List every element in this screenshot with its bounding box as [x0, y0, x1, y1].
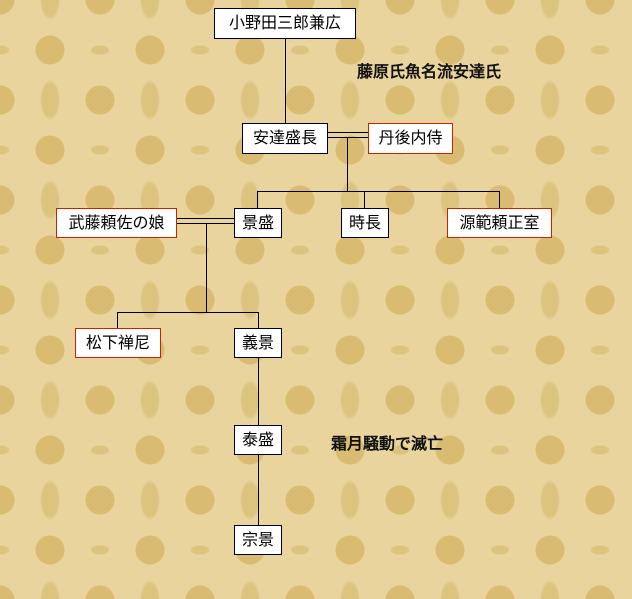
person-yoshikage: 義景	[234, 328, 282, 358]
line-to-yoshikage	[258, 312, 259, 328]
marriage-line2-top	[177, 218, 234, 219]
line-children2-drop	[206, 223, 207, 313]
line-yoshikage-yasumori	[258, 358, 259, 425]
person-matsushita-zenni: 松下禅尼	[75, 328, 161, 358]
person-tango-no-naishi: 丹後内侍	[368, 123, 453, 154]
person-muto-daughter: 武藤頼佐の娘	[56, 208, 177, 238]
person-noriyori-wife: 源範頼正室	[447, 208, 552, 238]
line-children-horizontal	[257, 191, 500, 192]
line-to-kagemori	[257, 191, 258, 208]
person-munekage: 宗景	[234, 525, 282, 555]
person-morinaga: 安達盛長	[242, 123, 328, 154]
line-children2-horizontal	[117, 312, 259, 313]
marriage-line2-bottom	[177, 223, 234, 224]
person-yasumori: 泰盛	[234, 425, 282, 455]
annotation-shimotsuki: 霜月騒動で滅亡	[331, 434, 444, 453]
person-kanehiro: 小野田三郎兼広	[214, 8, 356, 39]
line-children-drop	[347, 137, 348, 192]
line-to-matsushita	[117, 312, 118, 328]
line-kanehiro-morinaga	[285, 39, 286, 123]
line-yasumori-munekage	[258, 455, 259, 525]
person-tokinaga: 時長	[341, 208, 389, 238]
marriage-line-top	[327, 132, 368, 133]
line-to-tokinaga	[364, 191, 365, 208]
diagram-title: 藤原氏魚名流安達氏	[357, 62, 502, 81]
person-kagemori: 景盛	[234, 208, 282, 238]
line-to-noriyori-wife	[499, 191, 500, 208]
